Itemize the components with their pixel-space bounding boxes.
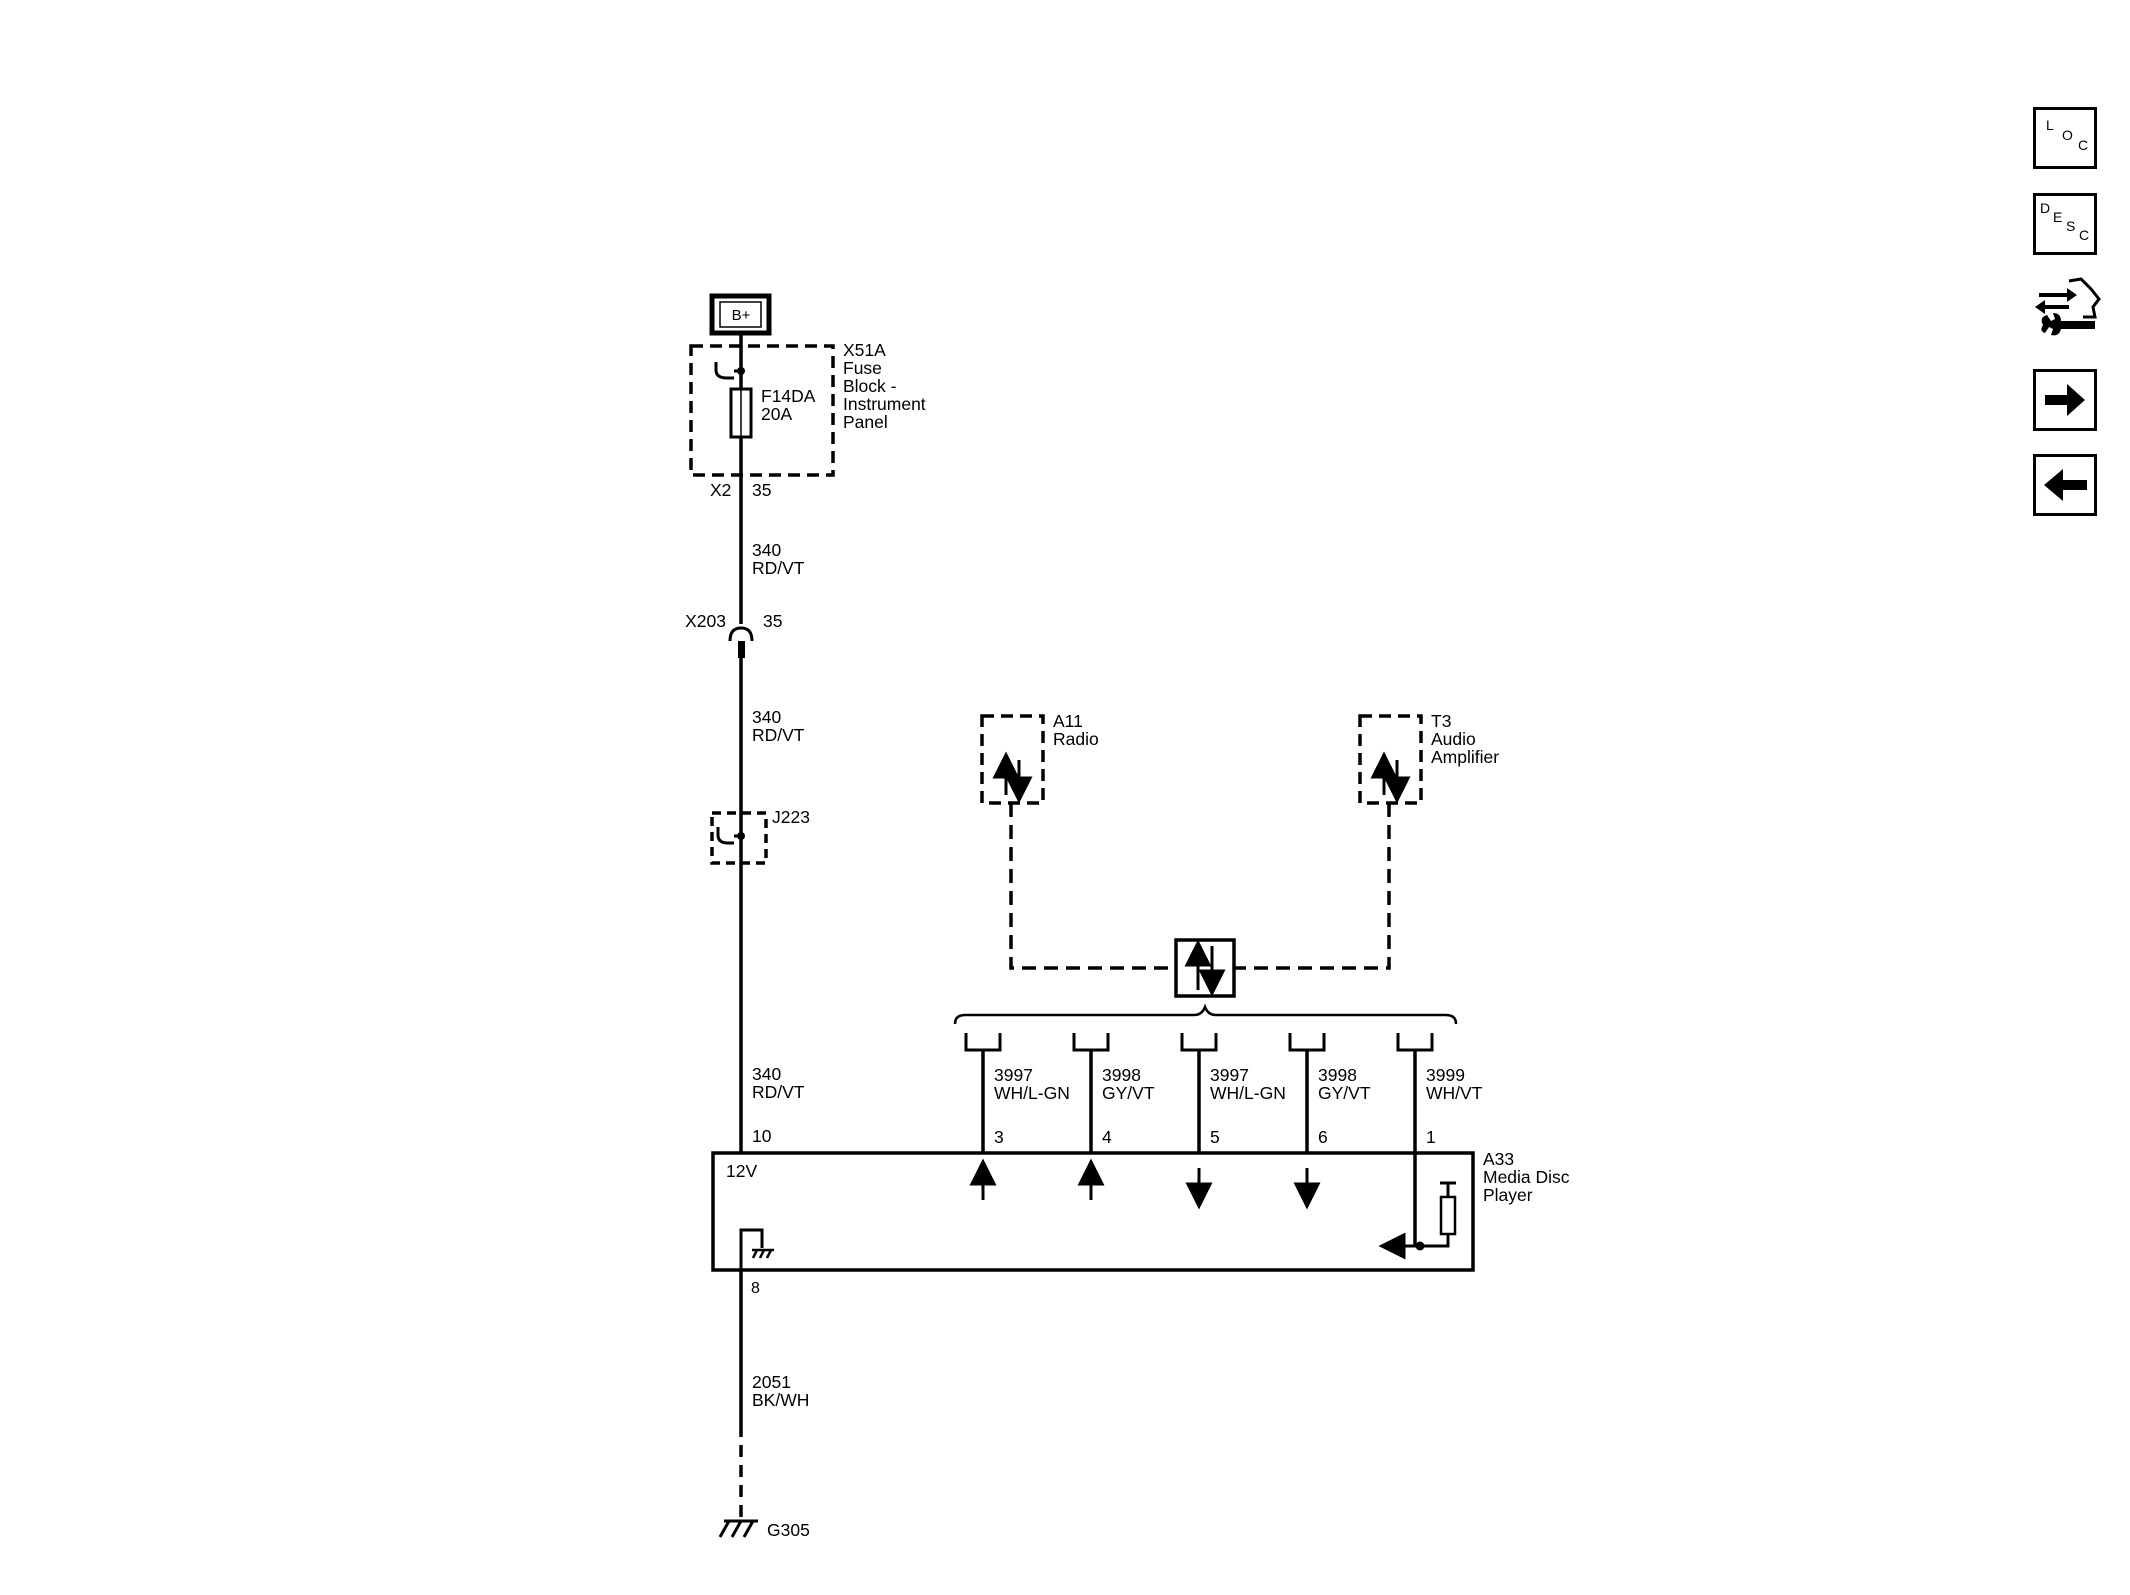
amplifier-l2: Amplifier <box>1431 747 1499 767</box>
next-page-button[interactable] <box>2033 369 2097 431</box>
description-button[interactable]: D E S C <box>2033 193 2097 255</box>
inline-connector-x203: X203 35 <box>685 611 782 658</box>
desc-letter-e: E <box>2053 209 2063 225</box>
signal-pin: 6 <box>1318 1127 1328 1147</box>
signal-wires: 3997WH/L-GN33998GY/VT43997WH/L-GN53998GY… <box>964 1033 1483 1246</box>
ground-id: G305 <box>767 1520 810 1540</box>
radio-name: Radio <box>1053 729 1099 749</box>
connector-cavity <box>1072 1033 1110 1052</box>
fuse-block-pin: 35 <box>752 480 771 500</box>
connector-cavity <box>1180 1033 1218 1052</box>
signal-color: GY/VT <box>1102 1083 1155 1103</box>
splice-j223: J223 <box>710 807 810 865</box>
module-voltage: 12V <box>726 1161 757 1181</box>
fuse-block-l4: Panel <box>843 412 888 432</box>
signal-pin: 3 <box>994 1127 1004 1147</box>
connector-cavity <box>1288 1033 1326 1052</box>
amplifier-l1: Audio <box>1431 729 1476 749</box>
fuse-block-l2: Block - <box>843 376 897 396</box>
wire-b-color: RD/VT <box>752 725 805 745</box>
signal-color: WH/L-GN <box>994 1083 1070 1103</box>
bus-symbol <box>1174 938 1236 998</box>
module-l2: Player <box>1483 1185 1533 1205</box>
battery-power-symbol: B+ <box>709 293 772 336</box>
fuse-rating: 20A <box>761 404 792 424</box>
signal-circuit: 3998 <box>1102 1065 1141 1085</box>
chassis-ground-symbol <box>718 1519 758 1538</box>
splice-id: J223 <box>772 807 810 827</box>
signal-pin: 1 <box>1426 1127 1436 1147</box>
inline-connector-id: X203 <box>685 611 726 631</box>
loc-letter-o: O <box>2062 127 2073 143</box>
desc-letter-s: S <box>2066 218 2076 234</box>
ground-wire-circuit: 2051 <box>752 1372 791 1392</box>
audio-amplifier: T3 Audio Amplifier <box>1358 711 1499 805</box>
media-disc-player: 12V A33 Media Disc Player <box>711 1149 1570 1272</box>
signal-pin: 4 <box>1102 1127 1112 1147</box>
desc-letter-c: C <box>2079 227 2090 243</box>
fuse-block-l3: Instrument <box>843 394 926 414</box>
radio-module: A11 Radio <box>980 711 1099 805</box>
radio-id: A11 <box>1053 711 1083 731</box>
module-id: A33 <box>1483 1149 1514 1169</box>
ground-pin: 8 <box>751 1280 760 1297</box>
wire-a-circuit: 340 <box>752 540 781 560</box>
location-button[interactable]: L O C <box>2033 107 2097 169</box>
ground-wire-color: BK/WH <box>752 1390 809 1410</box>
wire-c-pin: 10 <box>752 1126 772 1146</box>
signal-circuit: 3997 <box>1210 1065 1249 1085</box>
connector-cavity <box>1396 1033 1434 1052</box>
signal-color: WH/VT <box>1426 1083 1483 1103</box>
arrow-right-icon <box>2045 384 2085 416</box>
loc-letter-l: L <box>2046 117 2054 133</box>
signal-circuit: 3998 <box>1318 1065 1357 1085</box>
fuse-block: X51A Fuse Block - Instrument Panel F14DA… <box>689 340 926 500</box>
signal-color: WH/L-GN <box>1210 1083 1286 1103</box>
inline-connector-pin: 35 <box>763 611 782 631</box>
wire-b-circuit: 340 <box>752 707 781 727</box>
connector-wrench-button[interactable] <box>2033 277 2101 339</box>
fuse-block-l1: Fuse <box>843 358 882 378</box>
signal-circuit: 3999 <box>1426 1065 1465 1085</box>
connector-cavity <box>964 1033 1002 1052</box>
arrow-left-icon <box>2044 469 2087 501</box>
amplifier-id: T3 <box>1431 711 1451 731</box>
fuse-block-connector: X2 <box>710 480 731 500</box>
wire-c-circuit: 340 <box>752 1064 781 1084</box>
connector-brace <box>953 1003 1458 1025</box>
power-label: B+ <box>732 307 751 324</box>
module-l1: Media Disc <box>1483 1167 1570 1187</box>
desc-letter-d: D <box>2040 200 2051 216</box>
signal-color: GY/VT <box>1318 1083 1371 1103</box>
signal-circuit: 3997 <box>994 1065 1033 1085</box>
serial-data-bus <box>1009 803 1391 998</box>
fuse-block-id: X51A <box>843 340 886 360</box>
connector-wrench-icon <box>2035 277 2101 336</box>
previous-page-button[interactable] <box>2033 454 2097 516</box>
signal-pin: 5 <box>1210 1127 1220 1147</box>
fuse-id: F14DA <box>761 386 816 406</box>
wire-c-color: RD/VT <box>752 1082 805 1102</box>
wire-a-color: RD/VT <box>752 558 805 578</box>
loc-letter-c: C <box>2078 137 2089 153</box>
